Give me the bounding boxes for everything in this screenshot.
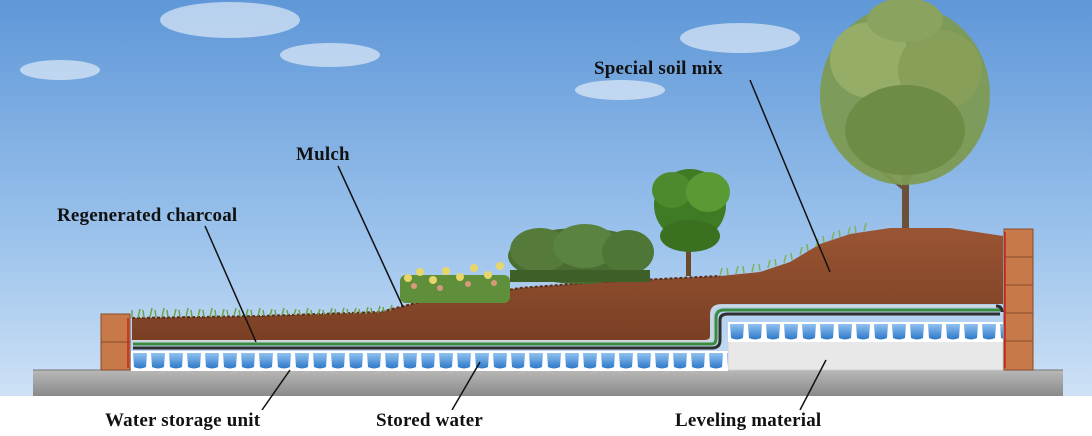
right-brick-wall bbox=[1003, 228, 1034, 371]
tree-icon bbox=[652, 169, 730, 276]
left-brick-wall bbox=[100, 313, 131, 371]
water-storage-unit-label: Water storage unit bbox=[101, 410, 265, 432]
special-soil-mix bbox=[132, 228, 1003, 340]
tree-icon bbox=[820, 0, 990, 228]
shrub-icon bbox=[508, 224, 654, 284]
leveling-material bbox=[727, 340, 1004, 371]
flowers-icon bbox=[400, 262, 510, 303]
stored-water-label: Stored water bbox=[372, 410, 488, 432]
concrete-slab bbox=[33, 370, 1063, 396]
leader-lines bbox=[204, 79, 831, 411]
special-soil-mix-label: Special soil mix bbox=[594, 58, 723, 79]
clouds bbox=[20, 2, 800, 100]
mulch-label: Mulch bbox=[296, 144, 350, 165]
grass-icon bbox=[131, 222, 867, 319]
regenerated-charcoal-label: Regenerated charcoal bbox=[57, 205, 238, 226]
leveling-material-label: Leveling material bbox=[671, 410, 826, 432]
water-storage-units-lower bbox=[131, 351, 728, 371]
water-storage-units-upper bbox=[728, 322, 1003, 342]
